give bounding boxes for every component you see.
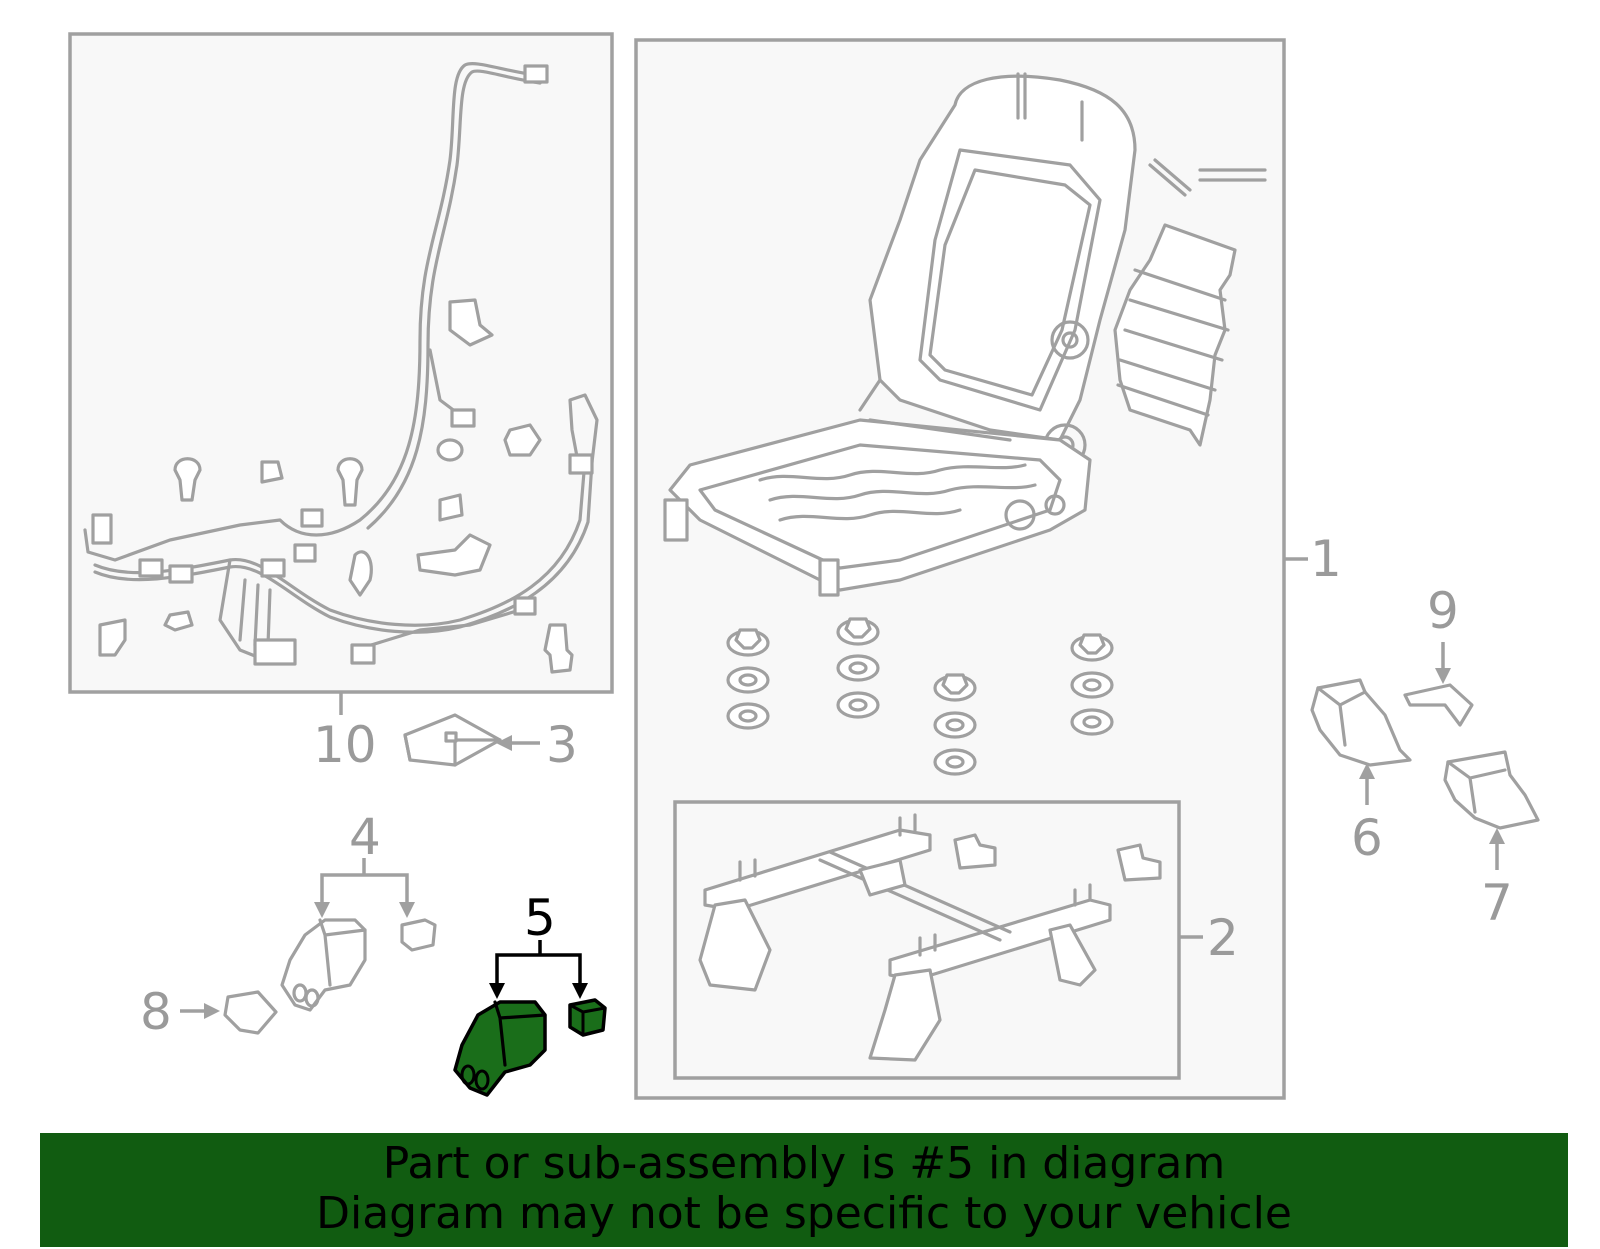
wire-harness-drawing [83,62,599,674]
info-banner: Part or sub-assembly is #5 in diagram Di… [40,1133,1568,1247]
callout-7: 7 [1481,874,1513,932]
callout-9: 9 [1427,582,1459,640]
part-9-bracket [1403,683,1474,727]
callout-10: 10 [313,716,377,774]
callout-3: 3 [546,716,578,774]
banner-line-2: Diagram may not be specific to your vehi… [316,1188,1292,1239]
callout-8: 8 [140,983,172,1041]
callout-2: 2 [1207,909,1239,967]
part-6-cover [1310,678,1412,767]
part-7-cover [1443,750,1540,830]
part-8-cap [223,990,278,1035]
harness-box [68,32,614,694]
part-5-highlighted [453,998,607,1097]
seat-track-drawing [698,813,1162,1062]
callout-6: 6 [1351,809,1383,867]
seat-frame-drawing [663,72,1267,776]
callout-1: 1 [1310,530,1342,588]
part-3-module [403,713,502,767]
callout-5: 5 [524,889,556,947]
banner-line-1: Part or sub-assembly is #5 in diagram [382,1138,1226,1189]
part-4-trim [280,918,437,1012]
callout-4: 4 [349,808,381,866]
